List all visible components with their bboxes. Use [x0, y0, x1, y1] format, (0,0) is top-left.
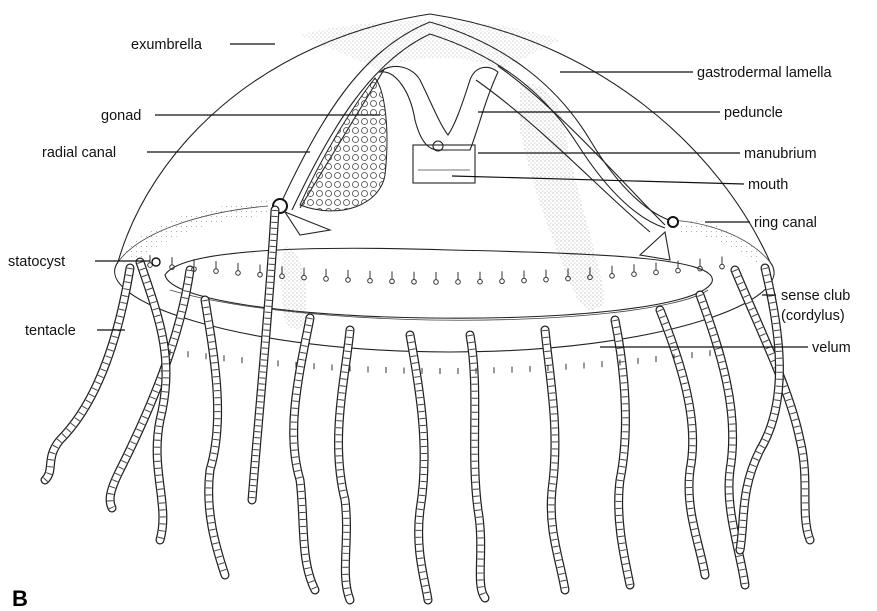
label-gonad: gonad [101, 108, 141, 124]
sense-club-27 [720, 264, 725, 269]
label-tentacle: tentacle [25, 323, 76, 339]
marginal-tentacles [45, 262, 810, 600]
tentacle-core-14 [740, 268, 779, 550]
statocyst-marker [152, 258, 160, 266]
sense-club-15 [456, 280, 461, 285]
sense-club-10 [346, 278, 351, 283]
label-ring-canal: ring canal [754, 215, 817, 231]
sense-club-6 [258, 272, 263, 277]
manubrium-structure [380, 66, 498, 183]
tentacle-segments-11 [660, 310, 705, 575]
panel-letter: B [12, 586, 28, 611]
label-statocyst: statocyst [8, 254, 65, 270]
sense-club-18 [522, 278, 527, 283]
sense-club-22 [610, 273, 615, 278]
label-exumbrella: exumbrella [131, 37, 203, 53]
sense-club-24 [654, 270, 659, 275]
label-peduncle: peduncle [724, 105, 783, 121]
label-sense-club: sense club [781, 288, 850, 304]
sense-club-23 [632, 272, 637, 277]
sense-club-13 [412, 279, 417, 284]
sense-club-9 [324, 277, 329, 282]
tentacle-core-5 [294, 318, 315, 590]
long-tentacle [252, 210, 275, 500]
label-mouth: mouth [748, 177, 788, 193]
label-cordylus: (cordylus) [781, 308, 845, 324]
sense-club-16 [478, 279, 483, 284]
sense-club-11 [368, 278, 373, 283]
sense-clubs [148, 255, 725, 374]
tentacle-segments-1 [45, 268, 130, 480]
sense-club-12 [390, 279, 395, 284]
labels: exumbrella gonad radial canal statocyst … [8, 37, 851, 611]
sense-club-5 [236, 271, 241, 276]
label-manubrium: manubrium [744, 146, 817, 162]
sense-club-19 [544, 277, 549, 282]
label-radial-canal: radial canal [42, 145, 116, 161]
sense-club-25 [676, 268, 681, 273]
sense-club-17 [500, 279, 505, 284]
near-gonad [300, 78, 387, 211]
sense-club-14 [434, 280, 439, 285]
label-velum: velum [812, 340, 851, 356]
label-gastrodermal-lamella: gastrodermal lamella [697, 65, 833, 81]
sense-club-4 [214, 269, 219, 274]
